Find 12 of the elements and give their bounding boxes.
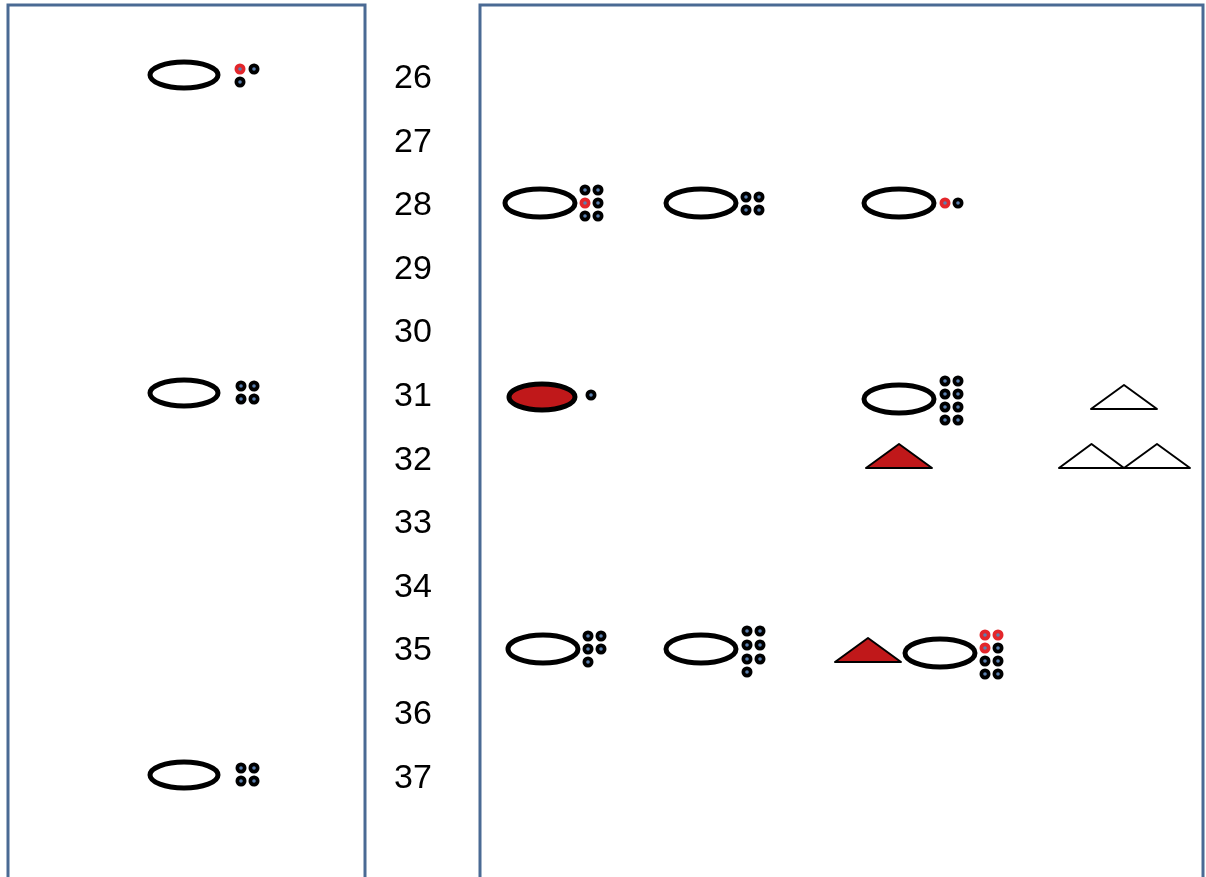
scale-number: 33: [393, 501, 433, 542]
scale-number: 28: [393, 183, 433, 224]
scale-number: 29: [393, 246, 433, 287]
scale-number: 34: [393, 564, 433, 605]
scale-number: 26: [393, 56, 433, 96]
scale-number: 27: [393, 119, 433, 160]
scale-number: 36: [393, 692, 433, 732]
scale-number: 31: [393, 374, 433, 414]
scale-number: 30: [393, 310, 433, 351]
scale-number: 37: [393, 755, 433, 796]
scale-number: 32: [393, 437, 433, 478]
scale-number: 35: [393, 628, 433, 669]
